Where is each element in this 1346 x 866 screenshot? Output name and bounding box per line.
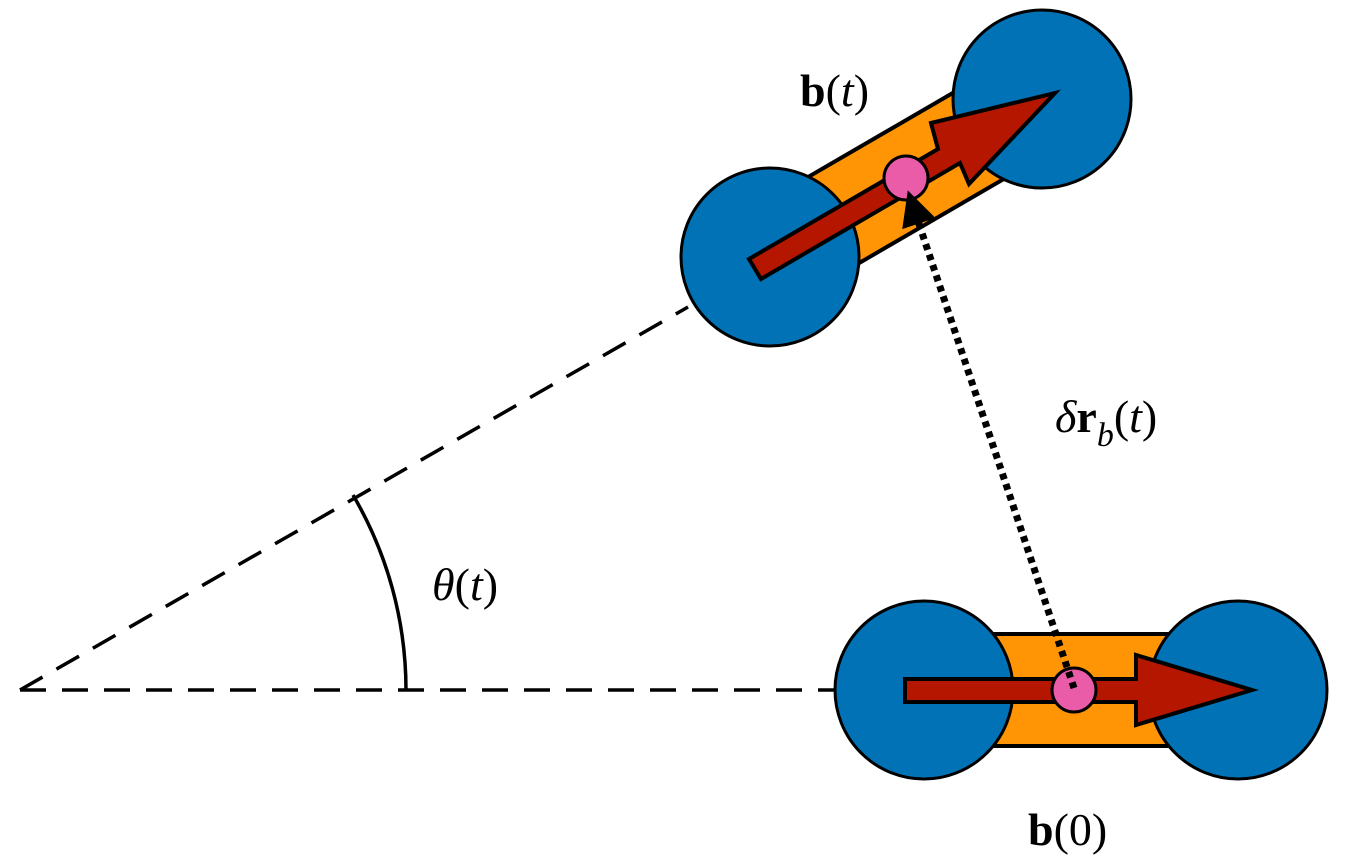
displacement-arrow: [902, 190, 1078, 690]
angle-arc: [351, 494, 408, 691]
label-b-t: b(t): [800, 65, 869, 116]
label-delta-r: δrb(t): [1055, 391, 1157, 454]
dumbbell-initial-center: [1050, 666, 1098, 714]
dumbbell-initial: [833, 599, 1329, 781]
label-theta: θ(t): [432, 559, 498, 610]
label-b-0: b(0): [1028, 804, 1107, 855]
dumbbell-rotated-center: [882, 154, 930, 202]
dumbbell-rotated: [679, 8, 1133, 348]
